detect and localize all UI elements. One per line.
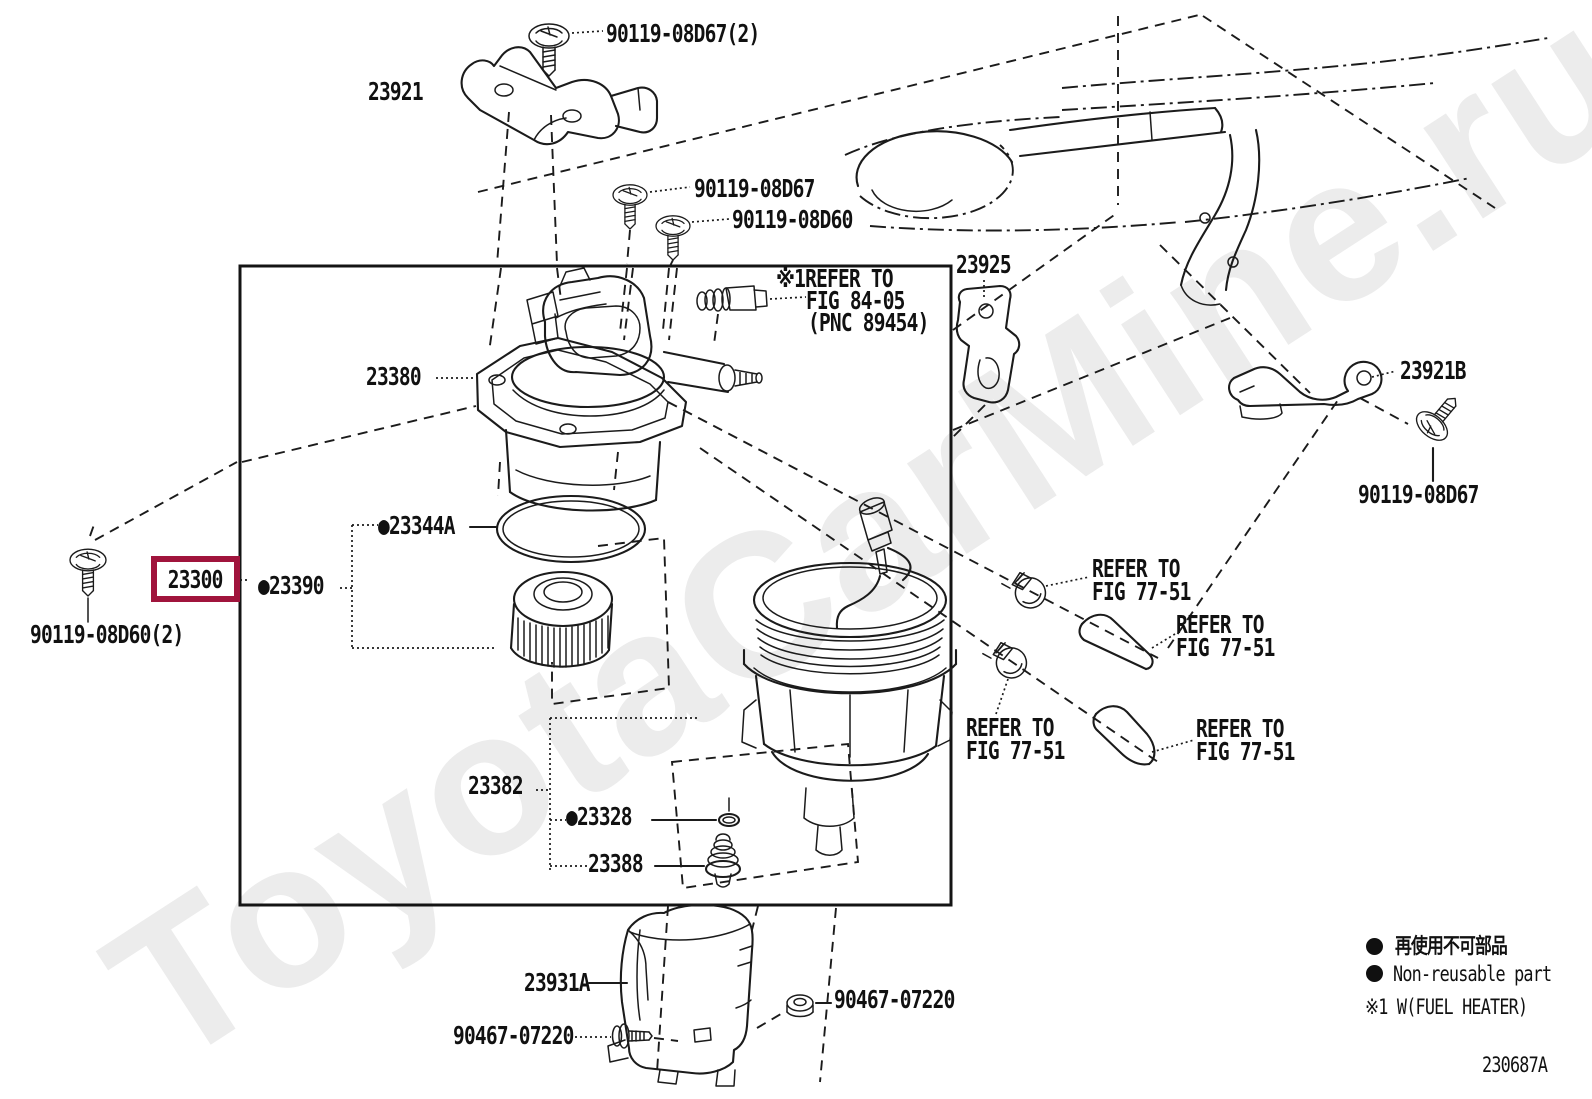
selected-part-box[interactable]: 23300 bbox=[151, 556, 240, 602]
non-reusable-dot-icon bbox=[1366, 965, 1383, 982]
drain-gasket-drawing bbox=[717, 812, 741, 828]
label-clip-left[interactable]: 90467-07220 bbox=[453, 1021, 574, 1050]
oring-drawing bbox=[468, 494, 647, 564]
label-kit-23390[interactable]: ●23390 bbox=[258, 571, 325, 600]
legend-en: Non-reusable part bbox=[1393, 962, 1552, 986]
legend-heater-note: ※1 W(FUEL HEATER) bbox=[1365, 995, 1528, 1019]
fuel-heater-sensor-drawing bbox=[696, 285, 807, 345]
label-bolt-rear[interactable]: 90119-08D67 bbox=[1358, 480, 1479, 509]
protector-cup-drawing bbox=[587, 903, 837, 1087]
refer-7751-3-line1: REFER TO bbox=[966, 713, 1054, 742]
refer-7751-4-line1: REFER TO bbox=[1196, 714, 1284, 743]
label-clip-right[interactable]: 90467-07220 bbox=[834, 985, 955, 1014]
filter-cap-drawing bbox=[670, 497, 958, 890]
legend-jp: 再使用不可部品 bbox=[1395, 934, 1508, 958]
bracket-23925-drawing bbox=[952, 280, 1021, 438]
flange-bolt-icon-rear bbox=[1410, 386, 1470, 483]
label-case-23382[interactable]: 23382 bbox=[468, 771, 524, 800]
note-heater-line2: FIG 84-05 bbox=[806, 286, 905, 315]
flange-bolt-icon-mid-a bbox=[612, 184, 691, 333]
label-plug-23388[interactable]: 23388 bbox=[588, 849, 644, 878]
label-cover-23931A[interactable]: 23931A bbox=[524, 968, 591, 997]
hose-routing-rays bbox=[667, 399, 1339, 763]
hose-stub-drawing-2 bbox=[1092, 705, 1195, 766]
hose-clamp-icon-2 bbox=[980, 637, 1030, 715]
label-bolt-mid-a[interactable]: 90119-08D67 bbox=[694, 174, 815, 203]
note-heater-line1: ※1REFER TO bbox=[776, 264, 894, 293]
label-bracket-23925[interactable]: 23925 bbox=[956, 250, 1012, 279]
label-bolt-left[interactable]: 90119-08D60(2) bbox=[30, 620, 184, 649]
flange-bolt-icon-left bbox=[69, 521, 107, 623]
hose-clamp-icon-1 bbox=[999, 567, 1090, 614]
label-bracket-23921[interactable]: 23921 bbox=[368, 77, 424, 106]
bracket-23921-drawing bbox=[460, 46, 659, 146]
diagram-code: 230687A bbox=[1482, 1053, 1548, 1077]
refer-7751-2-line1: REFER TO bbox=[1176, 610, 1264, 639]
refer-7751-4-line2: FIG 77-51 bbox=[1196, 737, 1295, 766]
label-assy-23300[interactable]: 23300 bbox=[168, 564, 224, 594]
case-23382-bracket-lines bbox=[536, 717, 718, 872]
vehicle-frame-sketch bbox=[477, 13, 1549, 431]
label-bolt-top[interactable]: 90119-08D67(2) bbox=[606, 19, 760, 48]
refer-7751-3-line2: FIG 77-51 bbox=[966, 736, 1065, 765]
non-reusable-dot-icon bbox=[1366, 938, 1383, 955]
assembly-outline-box bbox=[238, 264, 953, 907]
label-gasket-23328[interactable]: ●23328 bbox=[566, 802, 633, 831]
label-filter-head-23380[interactable]: 23380 bbox=[366, 362, 422, 391]
clip-bolt-icon-bottom bbox=[575, 1023, 679, 1049]
refer-7751-1-line1: REFER TO bbox=[1092, 554, 1180, 583]
label-oring-23344A[interactable]: ●23344A bbox=[378, 511, 456, 540]
clip-nut-icon-right bbox=[756, 994, 833, 1029]
kit-23390-bracket-lines bbox=[340, 524, 494, 649]
refer-7751-2-line2: FIG 77-51 bbox=[1176, 633, 1275, 662]
label-bolt-mid-b[interactable]: 90119-08D60 bbox=[732, 205, 853, 234]
note-heater-line3: (PNC 89454) bbox=[808, 308, 929, 337]
refer-7751-1-line2: FIG 77-51 bbox=[1092, 577, 1191, 606]
label-bracket-23921B[interactable]: 23921B bbox=[1400, 356, 1467, 385]
hose-stub-drawing-1 bbox=[1078, 613, 1176, 671]
filter-element-drawing bbox=[509, 536, 670, 706]
filter-head-drawing bbox=[436, 267, 763, 512]
flange-bolt-icon-top bbox=[488, 23, 604, 353]
drain-plug-drawing bbox=[704, 833, 742, 888]
